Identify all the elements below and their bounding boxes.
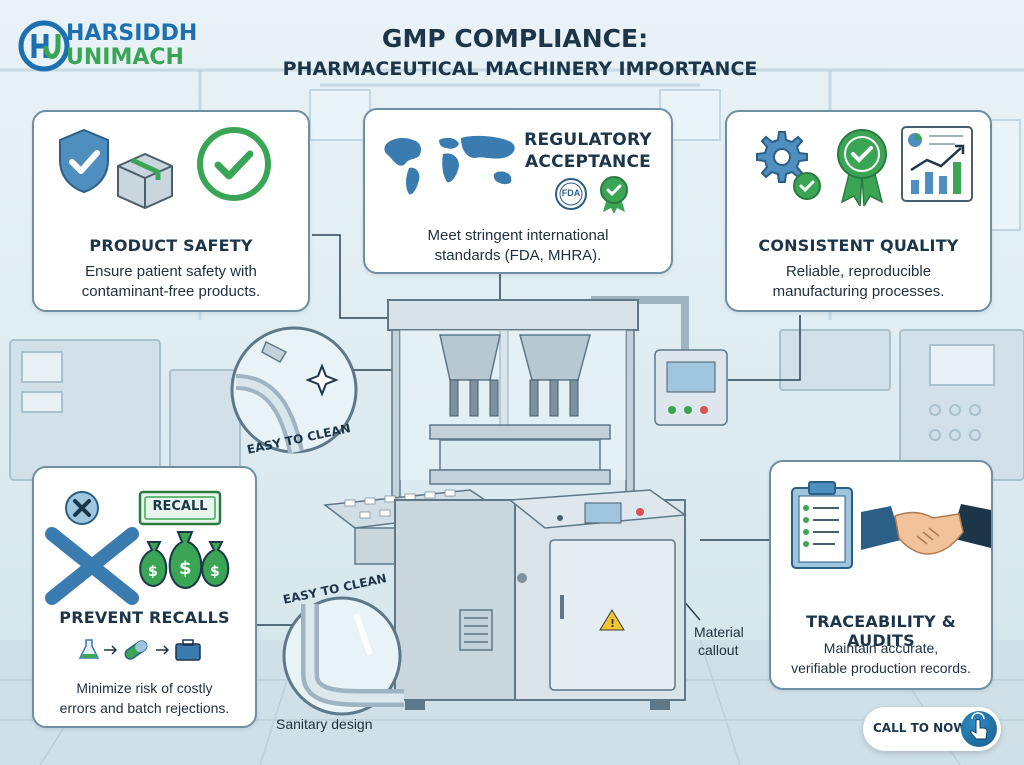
traceability-desc-2: verifiable production records.: [791, 660, 971, 676]
checkmark-circle-icon: [197, 127, 271, 201]
gears-icon: [756, 131, 821, 200]
handshake-icon: [861, 504, 991, 555]
money-bags-icon: $ $ $: [139, 531, 230, 590]
traceability-desc-1: Maintain accurate,: [823, 640, 939, 656]
regulatory-title-2: ACCEPTANCE: [525, 152, 651, 172]
consistent-quality-desc-1: Reliable, reproducible: [785, 263, 932, 280]
regulatory-desc-1: Meet stringent international: [427, 227, 609, 244]
page-subtitle: PHARMACEUTICAL MACHINERY IMPORTANCE: [282, 58, 758, 80]
logo-line1: HARSIDDH: [66, 21, 198, 46]
regulatory-title-1: REGULATORY: [524, 130, 652, 150]
prevent-recalls-desc-1: Minimize risk of costly: [76, 680, 213, 696]
award-ribbon-icon: [600, 176, 628, 214]
growth-chart-icon: [901, 126, 973, 202]
easy-to-clean-zoom-2: [282, 596, 404, 716]
shield-check-icon: [59, 128, 109, 194]
card-traceability-audits: TRACEABILITY & AUDITS Maintain accurate,…: [769, 460, 993, 690]
regulatory-desc-2: standards (FDA, MHRA).: [434, 247, 602, 264]
flask-icon: [78, 639, 100, 659]
traceability-title: TRACEABILITY & AUDITS: [806, 612, 956, 650]
svg-text:$: $: [148, 564, 158, 580]
svg-text:!: !: [610, 617, 615, 630]
pointer-hand-icon[interactable]: [961, 711, 997, 747]
award-ribbon-icon: [837, 129, 887, 206]
fda-seal-icon: [555, 178, 587, 210]
brand-logo[interactable]: HARSIDDH UNIMACH: [18, 18, 228, 78]
pill-icon: [124, 640, 148, 660]
consistent-quality-title: CONSISTENT QUALITY: [758, 236, 959, 255]
box-icon: [117, 152, 173, 210]
recall-badge-label: RECALL: [152, 499, 208, 514]
svg-text:$: $: [210, 564, 220, 580]
card-product-safety: PRODUCT SAFETY Ensure patient safety wit…: [32, 110, 310, 312]
prevent-recalls-title: PREVENT RECALLS: [59, 608, 230, 627]
product-safety-title: PRODUCT SAFETY: [89, 236, 253, 255]
card-consistent-quality: CONSISTENT QUALITY Reliable, reproducibl…: [725, 110, 992, 312]
product-safety-desc-1: Ensure patient safety with: [85, 263, 257, 280]
easy-to-clean-zoom-1: [230, 326, 358, 454]
process-flow-icons: [78, 639, 201, 661]
consistent-quality-desc-2: manufacturing processes.: [772, 283, 945, 300]
page-title: GMP COMPLIANCE:: [381, 24, 649, 53]
product-safety-desc-2: contaminant-free products.: [81, 283, 261, 300]
logo-line2: UNIMACH: [66, 45, 184, 70]
svg-text:$: $: [179, 558, 192, 579]
logo-hu-icon: [18, 20, 70, 72]
recall-sign-icon: [138, 490, 222, 526]
prevent-recalls-desc-2: errors and batch rejections.: [59, 700, 230, 716]
fda-badge-label: FDA: [561, 188, 581, 198]
material-callout-2: callout: [698, 642, 739, 658]
briefcase-icon: [175, 639, 201, 661]
call-to-now-button[interactable]: CALL TO NOW: [863, 707, 1001, 751]
material-callout-1: Material: [694, 624, 744, 640]
clipboard-icon: [791, 481, 853, 569]
x-mark-icon: [45, 491, 139, 605]
card-regulatory-acceptance: REGULATORY ACCEPTANCE FDA Meet stringent…: [363, 108, 673, 274]
world-map-icon: [384, 135, 515, 195]
call-to-now-label: CALL TO NOW: [873, 721, 967, 735]
sanitary-design-label: Sanitary design: [276, 716, 373, 732]
card-prevent-recalls: RECALL $ $ $ PREVENT RECALLS Minimize risk…: [32, 466, 257, 728]
